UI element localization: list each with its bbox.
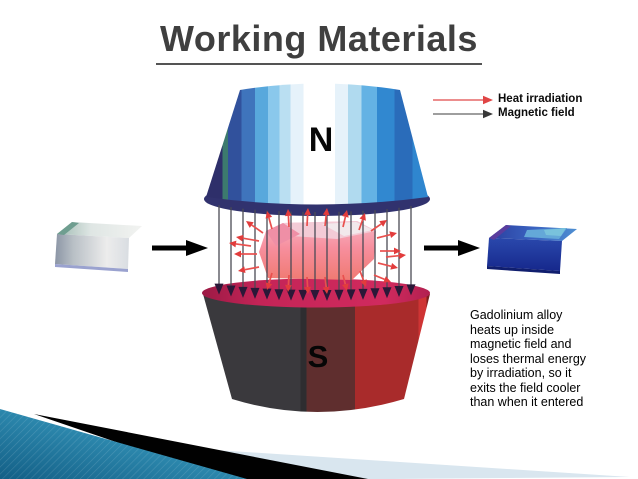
legend-heat-arrow: [433, 95, 493, 105]
south-magnet-body: [203, 294, 430, 412]
slide-title: Working Materials: [156, 18, 482, 65]
entering-block-bottom-edge: [55, 264, 128, 272]
accent-black-stripe: [34, 414, 368, 479]
exiting-material-block: [487, 225, 577, 274]
gadolinium-caption: Gadolinium alloy heats up inside magneti…: [470, 308, 587, 409]
south-pole-label: S: [307, 339, 329, 374]
exiting-block-bottom-edge: [487, 266, 560, 274]
north-magnet-body: [206, 83, 428, 205]
north-magnet: [204, 83, 430, 216]
accent-teal-hatch: [0, 409, 247, 479]
entering-material-block: [55, 222, 142, 272]
north-pole-label: N: [308, 121, 334, 159]
heat-irradiation-arrows: [229, 208, 406, 294]
magnetic-field-lines: [214, 205, 416, 301]
exiting-block-front: [487, 238, 562, 271]
gadolinium-block-hot: [259, 221, 376, 280]
title-wrap: Working Materials: [0, 18, 638, 65]
legend-label-heat-irradiation: Heat irradiation: [498, 93, 583, 105]
flow-arrow-out: [424, 240, 480, 256]
exiting-block-teal-patch: [544, 228, 566, 236]
exiting-block-purple-edge: [489, 225, 511, 240]
slide-accent-decoration: [0, 409, 630, 479]
entering-block-teal-edge: [57, 222, 79, 235]
entering-block-front: [55, 234, 129, 269]
legend-label-magnetic-field: Magnetic field: [498, 107, 575, 119]
legend-field-arrow: [433, 109, 493, 119]
entering-block-top: [57, 222, 142, 238]
flow-arrow-in: [152, 240, 208, 256]
